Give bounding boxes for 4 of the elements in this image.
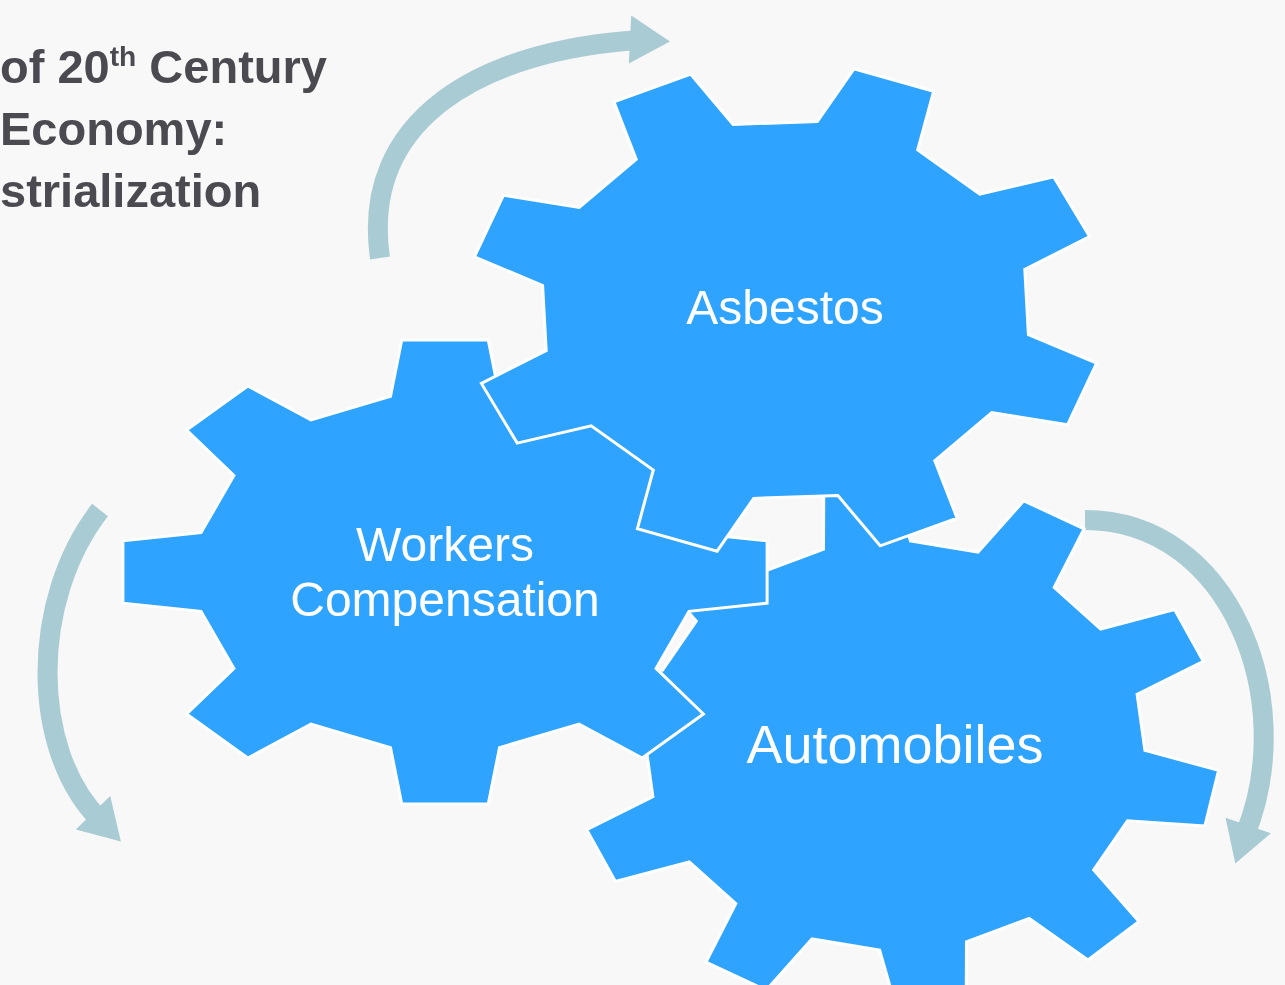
gear-label: Automobiles bbox=[745, 713, 1045, 776]
gear-label: Asbestos bbox=[685, 280, 885, 336]
gear-label: Workers Compensation bbox=[289, 517, 601, 628]
title: of 20$^{th}$ Century Economy: strialization bbox=[0, 39, 328, 219]
